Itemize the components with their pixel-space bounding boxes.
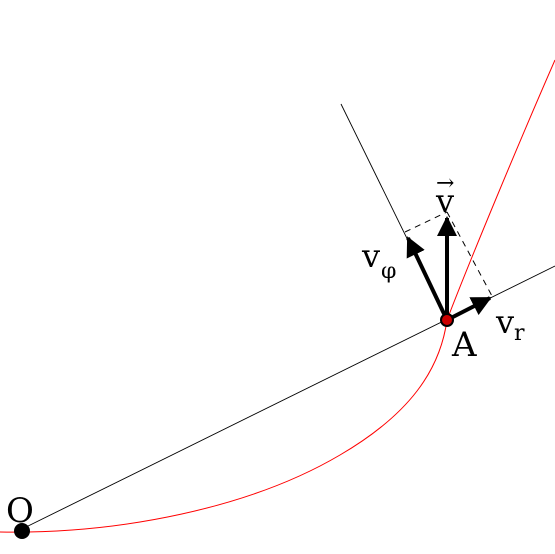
v-r-vector xyxy=(446,296,492,322)
velocity-arrow-label: → xyxy=(436,171,454,196)
v-phi-vector xyxy=(406,236,449,321)
point-a-marker xyxy=(440,313,454,327)
trajectory-curve xyxy=(0,59,555,533)
v-r-label: v xyxy=(495,303,514,341)
origin-marker xyxy=(14,523,30,539)
v-phi-subscript: φ xyxy=(381,259,396,284)
v-r-subscript: r xyxy=(514,321,525,346)
velocity-label: v xyxy=(435,182,454,220)
origin-label: O xyxy=(6,491,34,531)
v-phi-label: v xyxy=(361,237,380,275)
point-a-label: A xyxy=(451,325,477,365)
projection-dash-vphi xyxy=(404,211,448,233)
